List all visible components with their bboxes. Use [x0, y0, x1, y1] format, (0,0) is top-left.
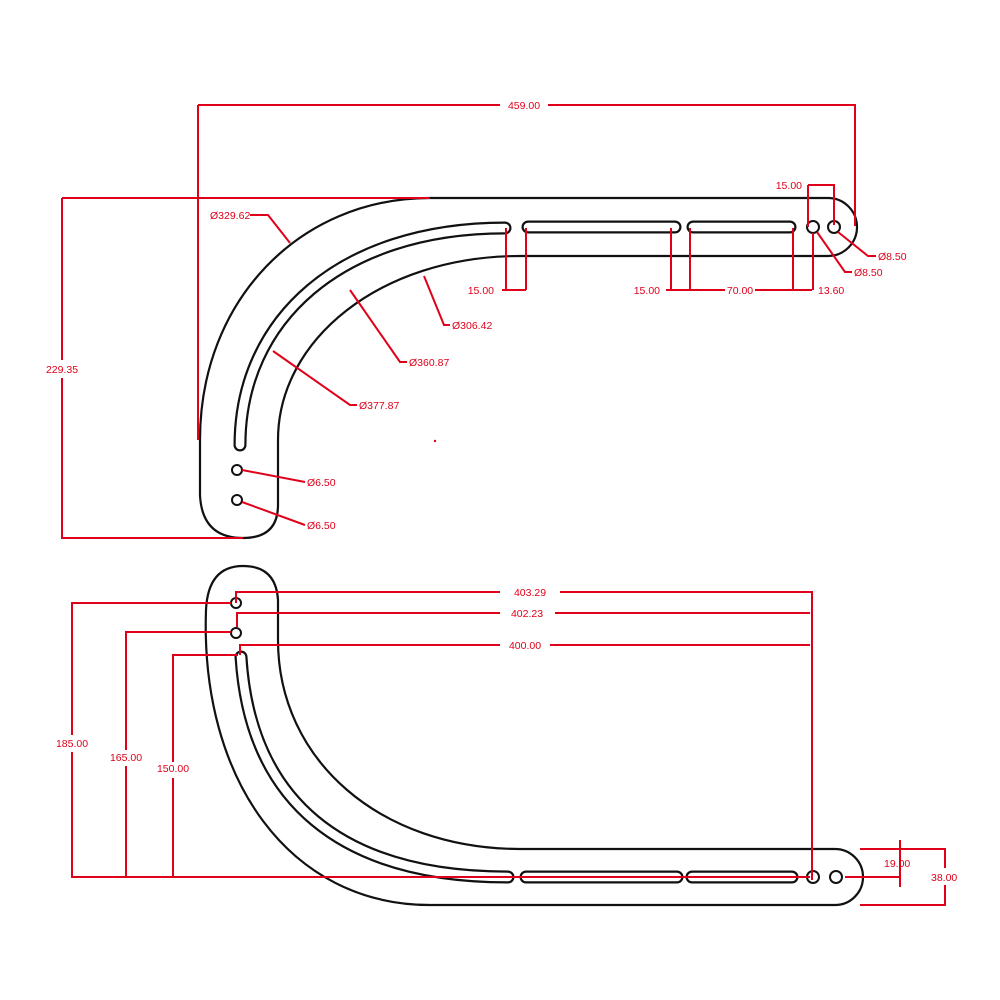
dim-hole-2: Ø8.50 [854, 267, 883, 279]
dim-slot-outer-diameter: Ø377.87 [359, 400, 399, 412]
dim-overall-length: 459.00 [508, 100, 540, 112]
center-mark [433, 439, 437, 443]
dim-height-1: 185.00 [56, 738, 88, 750]
dim-height-3: 150.00 [157, 763, 189, 775]
dim-outer-diameter: Ø329.62 [210, 210, 250, 222]
dim-overall-height: 229.35 [46, 364, 78, 376]
dim-slot-inner-diameter: Ø360.87 [409, 357, 449, 369]
top-dimensions: 459.00 15.00 Ø329.62 Ø8.50 Ø8.50 15.00 1… [46, 98, 907, 539]
bottom-small-hole-2 [230, 627, 242, 639]
dim-slot-length: 70.00 [727, 285, 753, 297]
dim-small-hole-2: Ø6.50 [307, 520, 336, 532]
dim-length-2: 402.23 [511, 608, 543, 620]
dim-half-width: 19.00 [884, 858, 910, 870]
dim-slot-gap-2: 15.00 [634, 285, 660, 297]
dim-hole-offset: 13.60 [818, 285, 844, 297]
dim-hole-1: Ø8.50 [878, 251, 907, 263]
dim-height-2: 165.00 [110, 752, 142, 764]
bottom-hole-2 [829, 870, 843, 884]
bottom-dimensions: 403.29 402.23 400.00 185.00 165.00 150.0… [56, 587, 957, 906]
dim-length-3: 400.00 [509, 640, 541, 652]
dim-length-1: 403.29 [514, 587, 546, 599]
top-small-hole-2 [231, 494, 243, 506]
dim-slot-gap-1: 15.00 [468, 285, 494, 297]
dim-width: 38.00 [931, 872, 957, 884]
bottom-bracket-outline [204, 564, 865, 907]
dim-small-hole-1: Ø6.50 [307, 477, 336, 489]
top-bracket-outline [198, 196, 859, 540]
dim-end-hole-offset: 15.00 [776, 180, 802, 192]
top-small-hole-1 [231, 464, 243, 476]
dim-inner-diameter: Ø306.42 [452, 320, 492, 332]
